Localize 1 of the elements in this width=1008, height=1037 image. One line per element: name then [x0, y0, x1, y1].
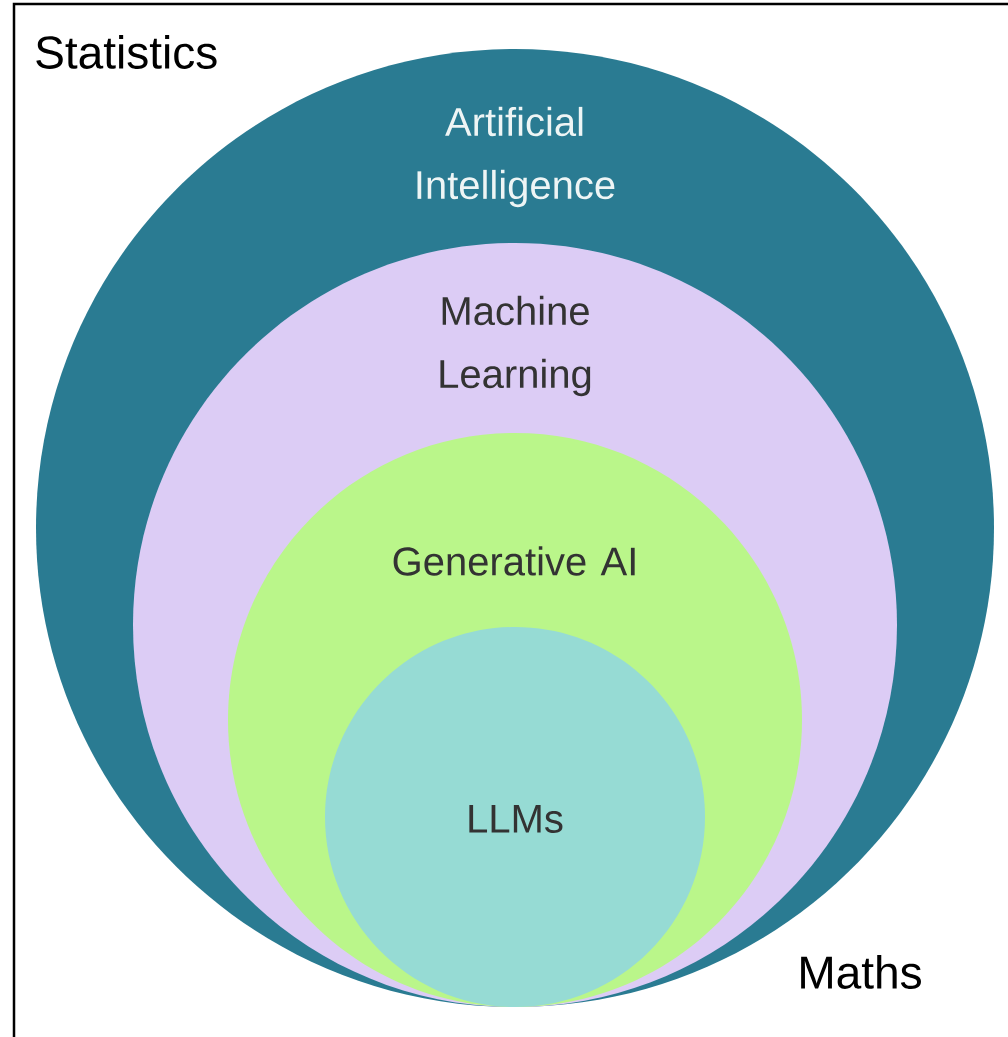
- circle-region: LLMs: [325, 627, 705, 1007]
